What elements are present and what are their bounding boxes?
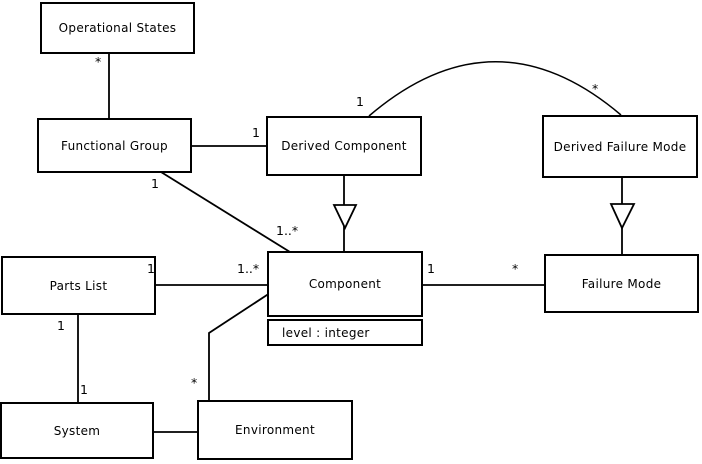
class-name: Component <box>308 277 382 291</box>
multiplicity-label: 1 <box>57 318 65 333</box>
class-environment[interactable]: Environment <box>197 400 353 460</box>
class-attribute-compartment: level : integer <box>267 319 423 346</box>
multiplicity-label: * <box>512 261 519 276</box>
multiplicity-label: 1 <box>147 261 155 276</box>
multiplicity-label: 1 <box>252 125 260 140</box>
class-operational-states[interactable]: Operational States <box>40 2 195 54</box>
class-attribute: level : integer <box>282 325 370 340</box>
multiplicity-label: 1 <box>427 261 435 276</box>
generalization-arrow-icon <box>609 203 636 231</box>
multiplicity-label: 1..* <box>276 223 299 238</box>
multiplicity-label: 1..* <box>237 261 260 276</box>
multiplicity-label: 1 <box>356 94 364 109</box>
class-system[interactable]: System <box>0 402 154 459</box>
generalization-arrow-icon <box>332 204 358 231</box>
class-name: Failure Mode <box>581 276 662 291</box>
class-name: Environment <box>235 423 315 437</box>
class-name: System <box>53 423 101 438</box>
class-name: Derived Component <box>281 139 407 153</box>
class-name: Functional Group <box>61 138 168 153</box>
connector-functional-group-component <box>160 171 291 253</box>
class-derived-component[interactable]: Derived Component <box>266 116 422 176</box>
class-name: Parts List <box>49 278 108 293</box>
class-title-compartment: Component <box>267 251 423 317</box>
class-failure-mode[interactable]: Failure Mode <box>544 254 699 313</box>
class-parts-list[interactable]: Parts List <box>1 256 156 315</box>
class-name: Derived Failure Mode <box>553 139 687 154</box>
class-component[interactable]: Component level : integer <box>267 251 423 346</box>
connector-arc-derived-component-derived-failure-mode <box>368 61 622 117</box>
multiplicity-label: 1 <box>80 382 88 397</box>
class-derived-failure-mode[interactable]: Derived Failure Mode <box>542 115 698 178</box>
class-name: Operational States <box>58 21 177 35</box>
multiplicity-label: 1 <box>151 176 159 191</box>
multiplicity-label: * <box>592 81 599 96</box>
class-functional-group[interactable]: Functional Group <box>37 118 192 173</box>
multiplicity-label: * <box>191 375 198 390</box>
connector-environment-component <box>208 292 271 400</box>
multiplicity-label: * <box>95 54 102 69</box>
